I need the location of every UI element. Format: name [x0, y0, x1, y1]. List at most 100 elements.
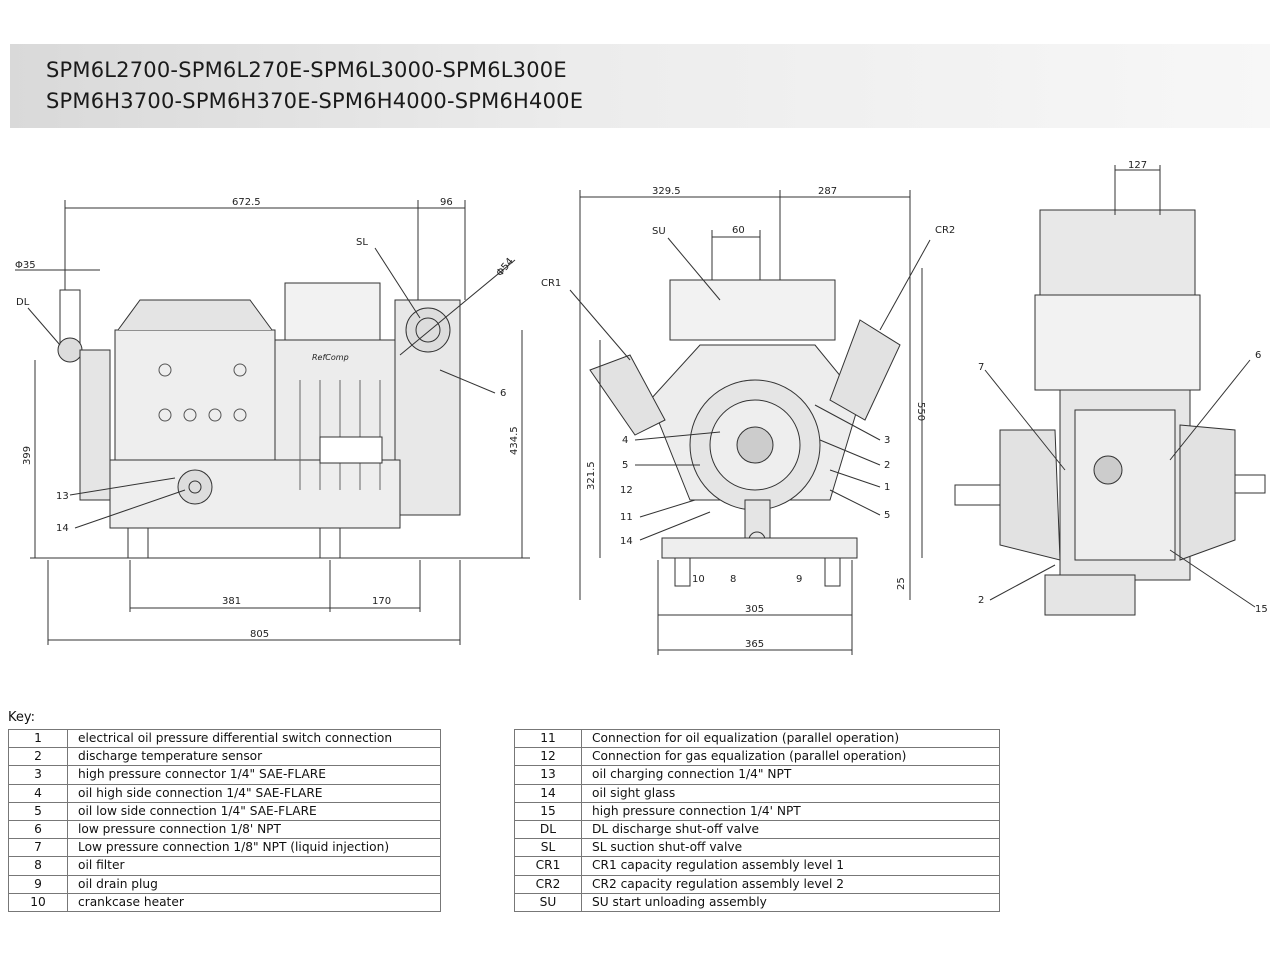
dim-434-5: 434.5 — [509, 426, 520, 455]
dim-phi54: Φ54 — [494, 256, 516, 279]
label-sl: SL — [356, 237, 368, 248]
key-description: oil charging connection 1/4" NPT — [581, 765, 1000, 785]
dim-550: 550 — [915, 402, 926, 421]
dim-805: 805 — [250, 629, 269, 640]
key-id: 13 — [514, 765, 582, 785]
key-id: 10 — [8, 892, 68, 912]
label-12: 12 — [620, 485, 633, 496]
dim-287: 287 — [818, 186, 837, 197]
key-id: 14 — [514, 783, 582, 803]
label-6: 6 — [500, 388, 506, 399]
model-line-1: SPM6L2700-SPM6L270E-SPM6L3000-SPM6L300E — [46, 58, 567, 82]
key-id: 8 — [8, 856, 68, 876]
label-14: 14 — [620, 536, 633, 547]
key-id: 5 — [8, 801, 68, 821]
key-description: high pressure connector 1/4" SAE-FLARE — [67, 765, 441, 785]
top-view — [954, 165, 1266, 616]
key-description: oil high side connection 1/4" SAE-FLARE — [67, 783, 441, 803]
key-id: CR2 — [514, 874, 582, 894]
label-cr1: CR1 — [541, 278, 561, 289]
key-description: oil low side connection 1/4" SAE-FLARE — [67, 801, 441, 821]
key-description: Connection for oil equalization (paralle… — [581, 728, 1000, 749]
key-id: 4 — [8, 783, 68, 803]
key-description: Connection for gas equalization (paralle… — [581, 747, 1000, 767]
brand-plate: RefComp — [312, 353, 349, 362]
key-description: high pressure connection 1/4' NPT — [581, 801, 1000, 821]
dim-127: 127 — [1128, 160, 1147, 171]
label-9: 9 — [796, 574, 802, 585]
dim-672-5: 672.5 — [232, 197, 261, 208]
dim-305: 305 — [745, 604, 764, 615]
key-id: SU — [514, 892, 582, 912]
key-description: crankcase heater — [67, 892, 441, 912]
label-4: 4 — [622, 435, 628, 446]
label-2: 2 — [978, 595, 984, 606]
dim-96: 96 — [440, 197, 453, 208]
key-id: 11 — [514, 728, 582, 749]
dim-170: 170 — [372, 596, 391, 607]
dim-329-5: 329.5 — [652, 186, 681, 197]
key-id: 9 — [8, 874, 68, 894]
key-id: 15 — [514, 801, 582, 821]
key-id: CR1 — [514, 856, 582, 876]
label-13: 13 — [56, 491, 69, 502]
key-id: 7 — [8, 838, 68, 858]
technical-drawing: 672.5 96 Φ54 Φ35 399 434.5 381 170 805 S… — [15, 160, 1268, 655]
label-14: 14 — [56, 523, 69, 534]
dim-25: 25 — [896, 577, 907, 590]
key-description: SL suction shut-off valve — [581, 838, 1000, 858]
key-description: CR1 capacity regulation assembly level 1 — [581, 856, 1000, 876]
key-description: DL discharge shut-off valve — [581, 819, 1000, 840]
dim-phi35: Φ35 — [15, 260, 36, 271]
key-id: 6 — [8, 819, 68, 840]
key-id: SL — [514, 838, 582, 858]
label-15: 15 — [1255, 604, 1268, 615]
dim-399: 399 — [22, 446, 33, 465]
label-11: 11 — [620, 512, 633, 523]
key-description: oil sight glass — [581, 783, 1000, 803]
side-view — [15, 200, 530, 645]
key-description: discharge temperature sensor — [67, 747, 441, 767]
key-id: 3 — [8, 765, 68, 785]
label-5-right: 5 — [884, 510, 890, 521]
front-view — [569, 190, 931, 655]
dim-60: 60 — [732, 225, 745, 236]
label-2: 2 — [884, 460, 890, 471]
key-description: CR2 capacity regulation assembly level 2 — [581, 874, 1000, 894]
title-banner: SPM6L2700-SPM6L270E-SPM6L3000-SPM6L300E … — [10, 44, 1270, 128]
key-description: SU start unloading assembly — [581, 892, 1000, 912]
dim-365: 365 — [745, 639, 764, 650]
label-7: 7 — [978, 362, 984, 373]
label-6: 6 — [1255, 350, 1261, 361]
key-description: oil filter — [67, 856, 441, 876]
model-line-2: SPM6H3700-SPM6H370E-SPM6H4000-SPM6H400E — [46, 89, 584, 113]
dim-381: 381 — [222, 596, 241, 607]
label-5-left: 5 — [622, 460, 628, 471]
key-id: DL — [514, 819, 582, 840]
label-10: 10 — [692, 574, 705, 585]
key-id: 2 — [8, 747, 68, 767]
key-description: Low pressure connection 1/8" NPT (liquid… — [67, 838, 441, 858]
label-8: 8 — [730, 574, 736, 585]
